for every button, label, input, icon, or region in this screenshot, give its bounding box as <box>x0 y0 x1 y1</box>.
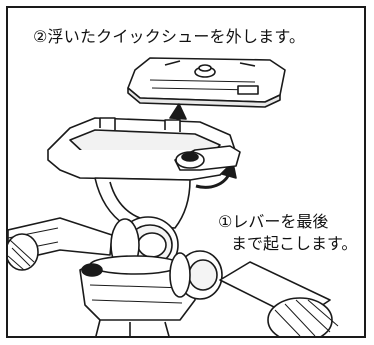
quick-shoe-plate <box>127 57 286 108</box>
left-handle <box>8 217 113 271</box>
step1-caption-line2: まで起こします。 <box>231 234 358 253</box>
head-body <box>94 177 191 229</box>
step2-caption: ②浮いたクイックシューを外します。 <box>33 27 306 46</box>
release-lever <box>174 145 241 171</box>
tripod-legs <box>95 319 170 336</box>
lower-body <box>79 250 223 321</box>
right-handle <box>219 261 339 336</box>
step1-caption-line1: ①レバーを最後 <box>218 212 329 231</box>
